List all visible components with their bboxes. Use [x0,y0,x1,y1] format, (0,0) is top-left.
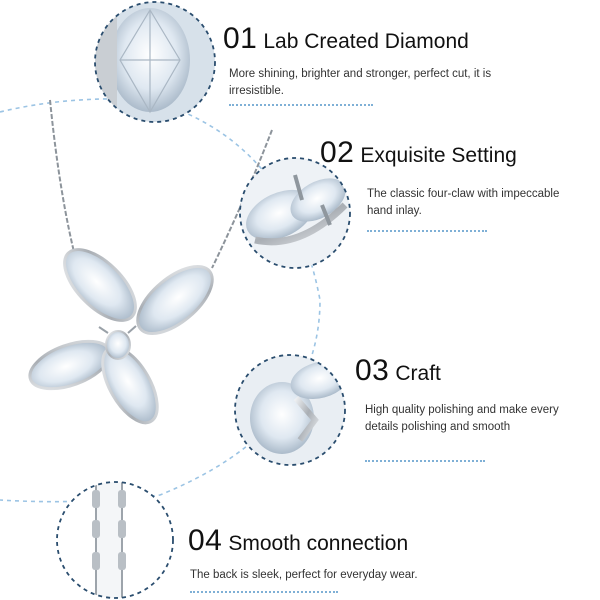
necklace-chain [49,99,273,269]
butterfly-pendant-icon [28,248,214,425]
feature-4-divider [190,591,338,593]
feature-2-name: Exquisite Setting [360,144,517,167]
feature-4-name: Smooth connection [228,532,409,555]
back-clasp-closeup-frame [56,481,174,599]
feature-1-number: 01 [223,22,258,55]
feature-2-description: The classic four-claw with impeccable ha… [367,188,560,217]
polish-closeup-frame [234,354,346,466]
feature-1-description: More shining, brighter and stronger, per… [229,68,492,97]
diamond-closeup-frame [94,1,216,123]
claw-setting-closeup-frame [239,157,351,269]
feature-1-divider [229,104,373,106]
feature-3-number: 03 [355,354,390,387]
feature-3-name: Craft [395,362,441,385]
diamond-closeup-icon [95,2,215,122]
feature-3-divider [365,460,485,462]
polish-closeup-icon [235,355,345,465]
feature-4-number: 04 [188,524,223,557]
feature-3-description: High quality polishing and make every de… [365,404,559,433]
feature-2-number: 02 [320,136,355,169]
feature-2-divider [367,230,487,232]
claw-setting-closeup-icon [240,158,350,268]
feature-1-name: Lab Created Diamond [263,30,469,53]
feature-4-description: The back is sleek, perfect for everyday … [190,569,418,581]
back-clasp-closeup-icon [57,482,173,598]
